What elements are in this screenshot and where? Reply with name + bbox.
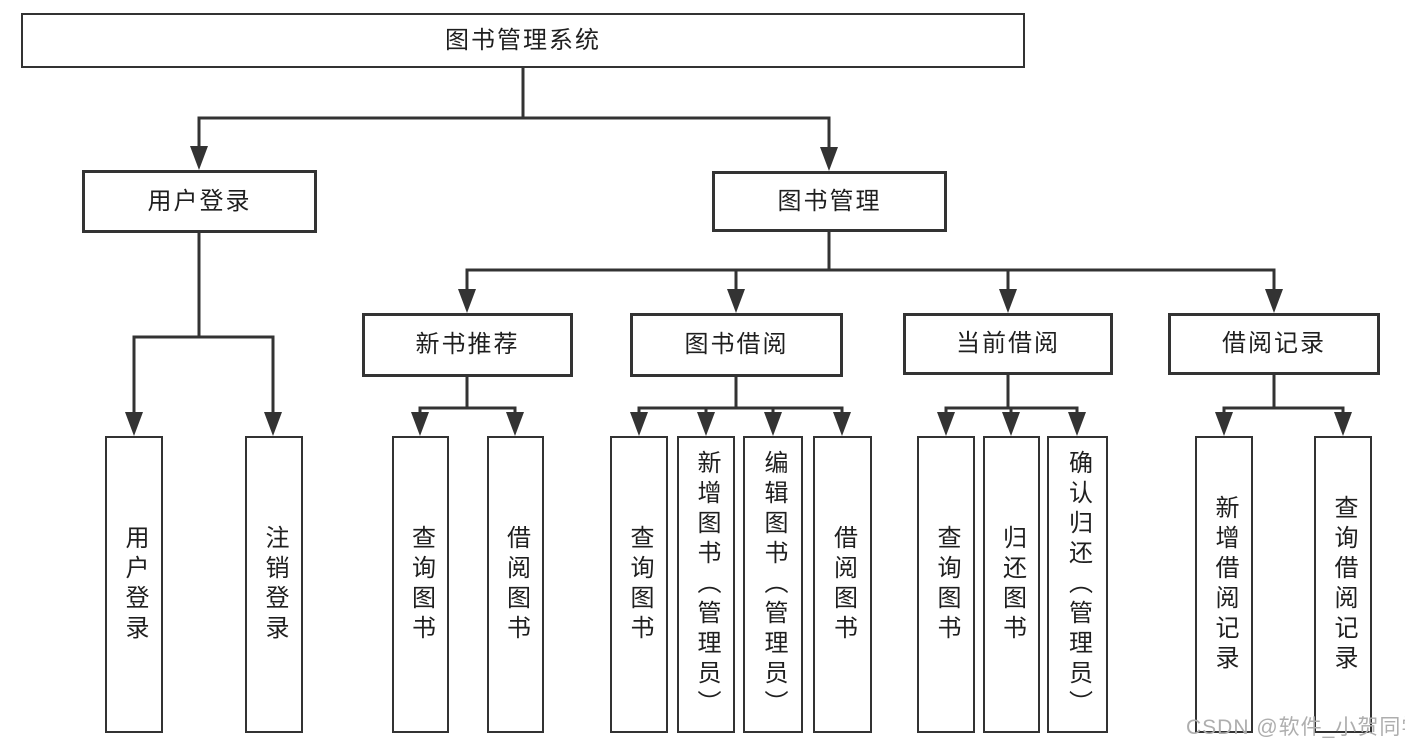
csdn-watermark: CSDN @软件_小贺同学 — [1186, 716, 1405, 739]
node-book-borrow: 图书借阅 — [630, 313, 843, 377]
leaf-current-query-book: 查询图书 — [917, 436, 975, 733]
node-book-management: 图书管理 — [712, 171, 947, 232]
leaf-query-borrow-record: 查询借阅记录 — [1314, 436, 1372, 733]
leaf-user-login: 用户登录 — [105, 436, 163, 733]
leaf-newrec-query-book: 查询图书 — [392, 436, 449, 733]
node-library-management-system: 图书管理系统 — [21, 13, 1025, 68]
leaf-newrec-borrow-book: 借阅图书 — [487, 436, 544, 733]
leaf-current-return-book: 归还图书 — [983, 436, 1040, 733]
leaf-current-confirm-return-admin: 确认归还（管理员） — [1047, 436, 1108, 733]
leaf-borrow-query-book: 查询图书 — [610, 436, 668, 733]
leaf-borrow-edit-book-admin: 编辑图书（管理员） — [743, 436, 803, 733]
leaf-borrow-add-book-admin: 新增图书（管理员） — [677, 436, 735, 733]
leaf-logout: 注销登录 — [245, 436, 303, 733]
node-user-login: 用户登录 — [82, 170, 317, 233]
leaf-borrow-borrow-book: 借阅图书 — [813, 436, 872, 733]
node-new-book-recommend: 新书推荐 — [362, 313, 573, 377]
node-current-borrow: 当前借阅 — [903, 313, 1113, 375]
arrowheads — [125, 146, 1352, 436]
leaf-add-borrow-record: 新增借阅记录 — [1195, 436, 1253, 733]
node-borrow-record: 借阅记录 — [1168, 313, 1380, 375]
